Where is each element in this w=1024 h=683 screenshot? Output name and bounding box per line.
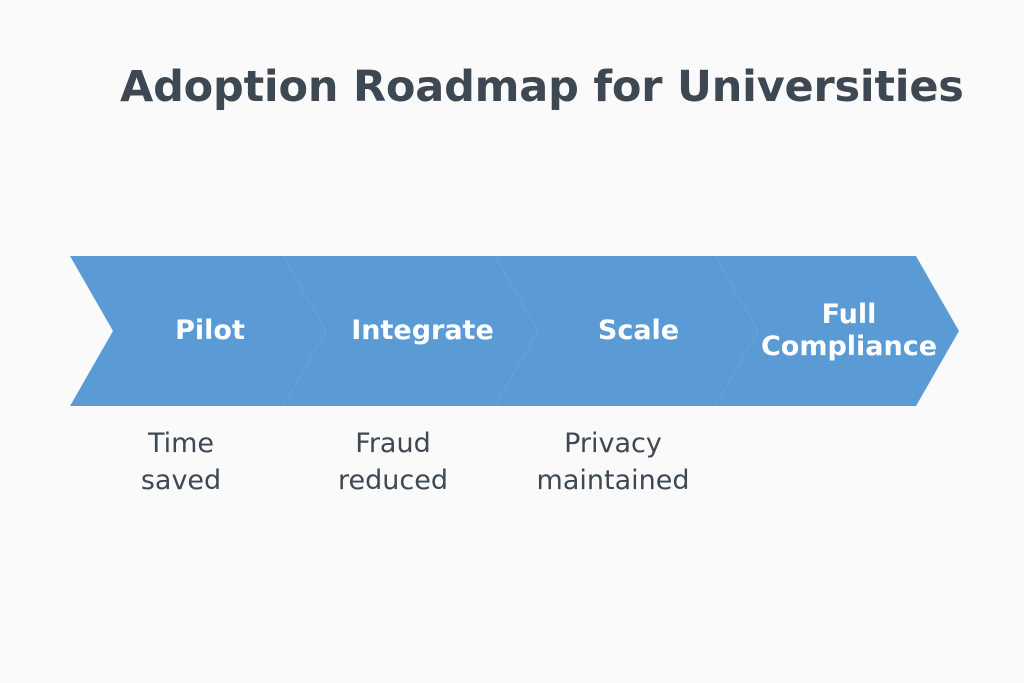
roadmap-stage-label: Full Compliance xyxy=(760,298,938,362)
roadmap-stage-pilot[interactable]: Pilot xyxy=(70,256,326,406)
roadmap-stage-scale[interactable]: Scale xyxy=(495,256,758,406)
roadmap-stage-label: Scale xyxy=(597,314,680,346)
roadmap-stage-label: Integrate xyxy=(351,314,494,346)
page-title: Adoption Roadmap for Universities xyxy=(120,62,964,112)
roadmap-caption-scale: Privacy maintained xyxy=(536,428,690,497)
roadmap-caption-pilot: Time saved xyxy=(140,428,222,497)
roadmap-stage-label: Pilot xyxy=(175,314,245,346)
roadmap-chevron-row: Pilot Integrate Scale Full Compliance xyxy=(0,256,1024,406)
roadmap-caption-row: Time saved Fraud reduced Privacy maintai… xyxy=(0,425,1024,515)
roadmap-caption-integrate: Fraud reduced xyxy=(338,428,448,497)
